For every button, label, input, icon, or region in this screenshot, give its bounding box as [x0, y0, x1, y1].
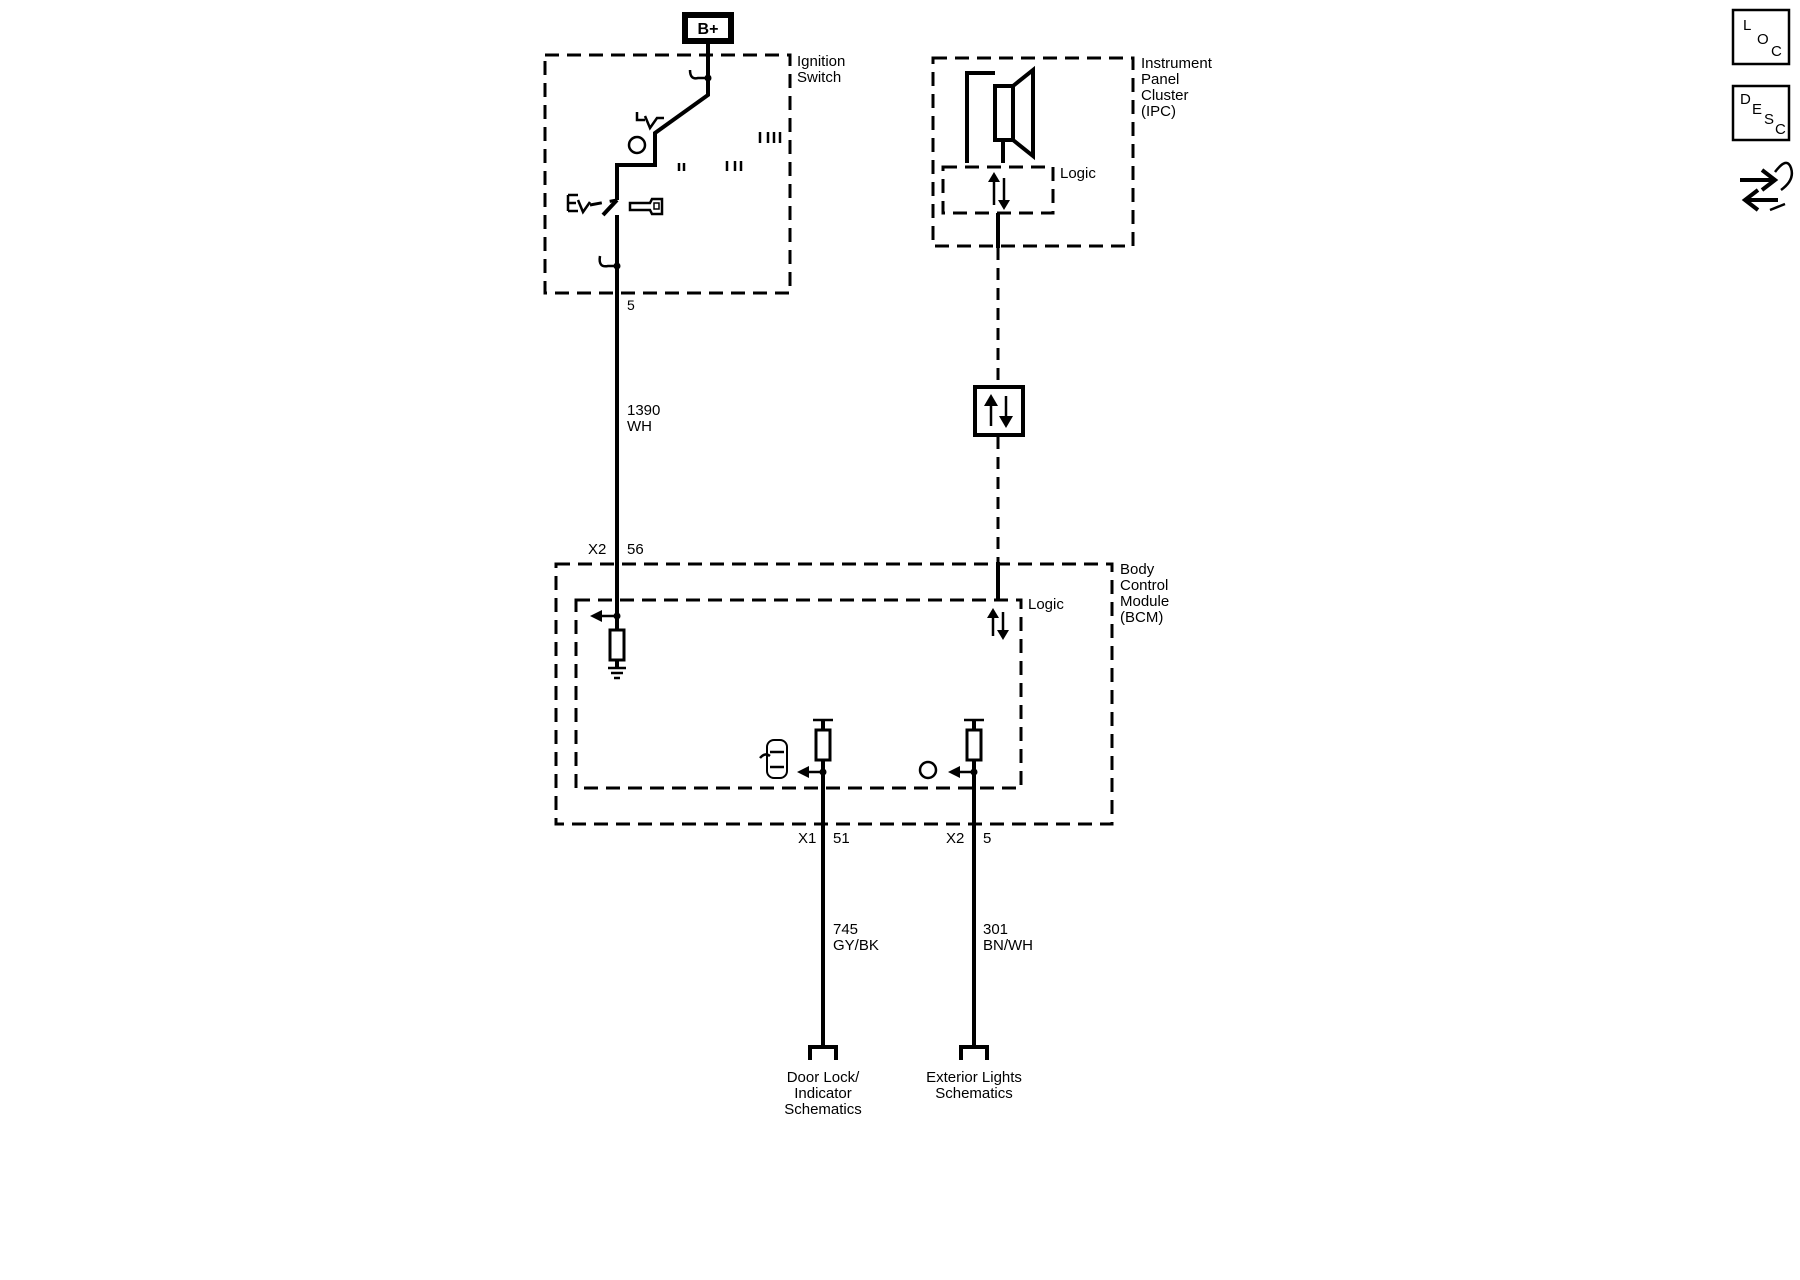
svg-text:56: 56 — [627, 541, 644, 558]
svg-text:E: E — [1752, 101, 1762, 118]
bcm-data-arrows-icon — [987, 608, 1009, 640]
data-arrows-icon — [988, 172, 1010, 210]
svg-text:GY/BK: GY/BK — [833, 937, 879, 954]
svg-text:Panel: Panel — [1141, 71, 1179, 88]
svg-text:L: L — [1743, 17, 1751, 34]
svg-text:Ignition: Ignition — [797, 53, 845, 70]
power-source: B+ — [682, 12, 734, 78]
svg-text:51: 51 — [833, 830, 850, 847]
svg-text:Switch: Switch — [797, 69, 841, 86]
run-position-icon — [566, 193, 592, 215]
svg-text:X1: X1 — [798, 830, 816, 847]
svg-text:O: O — [1757, 31, 1769, 48]
svg-text:X2: X2 — [588, 541, 606, 558]
svg-text:BN/WH: BN/WH — [983, 937, 1033, 954]
svg-text:Door Lock/: Door Lock/ — [787, 1069, 860, 1086]
svg-text:Body: Body — [1120, 561, 1155, 578]
svg-text:C: C — [1775, 121, 1786, 138]
key-icon — [628, 197, 664, 216]
exterior-lights-output-circuit — [918, 718, 984, 823]
description-button[interactable]: D E S C — [1731, 84, 1791, 142]
svg-text:(IPC): (IPC) — [1141, 103, 1176, 120]
door-lock-output-circuit — [759, 718, 833, 823]
ignition-input-circuit — [590, 610, 626, 680]
svg-text:Exterior Lights: Exterior Lights — [926, 1069, 1022, 1086]
svg-text:C: C — [1771, 43, 1782, 60]
speaker-icon — [965, 65, 1035, 163]
wire-301: X2 5 301 BN/WH — [946, 823, 1033, 1047]
svg-text:X2: X2 — [946, 830, 964, 847]
svg-text:Control: Control — [1120, 577, 1168, 594]
svg-text:1390: 1390 — [627, 402, 660, 419]
lamp-icon — [918, 760, 938, 780]
ignition-switch: Ignition Switch — [543, 53, 845, 313]
serial-data-line — [973, 213, 1025, 600]
svg-text:Logic: Logic — [1028, 596, 1064, 613]
svg-text:301: 301 — [983, 921, 1008, 938]
svg-text:(BCM): (BCM) — [1120, 609, 1163, 626]
location-button[interactable]: L O C — [1731, 8, 1791, 66]
svg-text:S: S — [1764, 111, 1774, 128]
svg-text:Indicator: Indicator — [794, 1085, 852, 1102]
crank-position-icon — [635, 112, 664, 131]
door-lock-schematic-reference[interactable]: Door Lock/ Indicator Schematics — [784, 1045, 862, 1118]
svg-text:745: 745 — [833, 921, 858, 938]
wire-1390: 1390 WH X2 56 — [588, 266, 660, 612]
wire-745: X1 51 745 GY/BK — [798, 823, 879, 1047]
position-marks — [677, 132, 782, 171]
svg-text:Schematics: Schematics — [935, 1085, 1013, 1102]
svg-text:Module: Module — [1120, 593, 1169, 610]
svg-text:5: 5 — [983, 830, 991, 847]
instrument-panel-cluster: Instrument Panel Cluster (IPC) Logic — [931, 55, 1213, 248]
svg-text:Logic: Logic — [1060, 165, 1096, 182]
svg-text:D: D — [1740, 91, 1751, 108]
svg-text:Cluster: Cluster — [1141, 87, 1189, 104]
serial-data-icon — [973, 385, 1025, 437]
svg-text:B+: B+ — [698, 21, 719, 38]
exterior-lights-schematic-reference[interactable]: Exterior Lights Schematics — [926, 1045, 1022, 1102]
svg-text:5: 5 — [627, 297, 635, 313]
connector-tool-icon[interactable] — [1740, 161, 1794, 212]
body-control-module: Body Control Module (BCM) Logic — [554, 561, 1169, 826]
off-position-icon — [627, 135, 647, 155]
svg-text:Instrument: Instrument — [1141, 55, 1213, 72]
vehicle-icon — [759, 739, 788, 779]
svg-text:Schematics: Schematics — [784, 1101, 862, 1118]
svg-text:WH: WH — [627, 418, 652, 435]
